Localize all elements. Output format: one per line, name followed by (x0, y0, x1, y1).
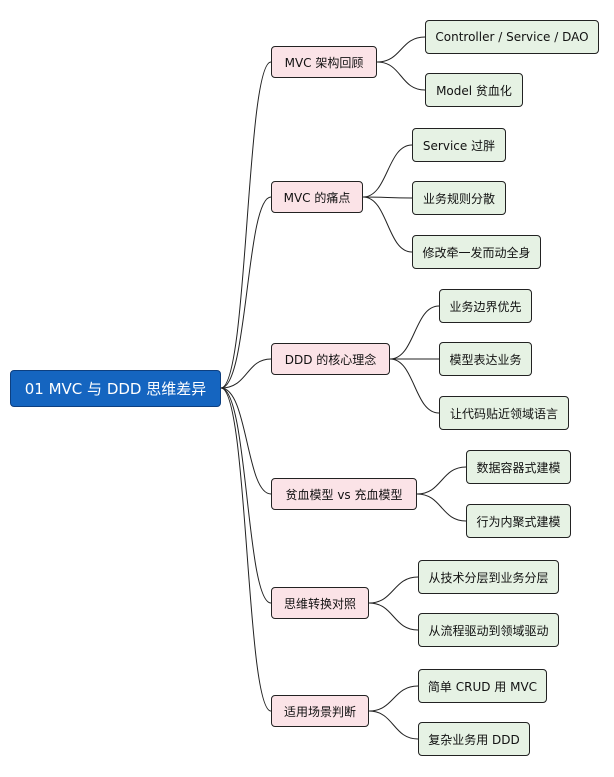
branch-ddd-core-ideas[interactable]: DDD 的核心理念 (271, 343, 390, 375)
edge-branch-5-leaf-1 (368, 576, 419, 604)
leaf-tech-layer-to-business-layer[interactable]: 从技术分层到业务分层 (418, 560, 559, 594)
edge-branch-1-leaf-2 (376, 61, 426, 91)
branch-mindset-shift[interactable]: 思维转换对照 (271, 587, 369, 619)
edge-branch-2-leaf-3 (362, 196, 413, 253)
root-topic[interactable]: 01 MVC 与 DDD 思维差异 (10, 370, 221, 407)
branch-applicable-scenarios[interactable]: 适用场景判断 (271, 695, 369, 727)
edge-branch-2-leaf-1 (362, 144, 413, 198)
leaf-behavior-cohesive-modeling[interactable]: 行为内聚式建模 (466, 504, 571, 538)
branch-anemic-vs-rich-model[interactable]: 贫血模型 vs 充血模型 (271, 478, 417, 510)
leaf-data-container-modeling[interactable]: 数据容器式建模 (466, 450, 571, 484)
edge-branch-6-leaf-1 (368, 685, 419, 712)
leaf-simple-crud-use-mvc[interactable]: 简单 CRUD 用 MVC (418, 669, 547, 703)
leaf-ripple-changes[interactable]: 修改牵一发而动全身 (412, 235, 541, 269)
edge-branch-3-leaf-3 (389, 358, 440, 414)
leaf-service-too-fat[interactable]: Service 过胖 (412, 128, 506, 162)
edge-root-branch-1 (220, 61, 272, 389)
leaf-business-boundary-first[interactable]: 业务边界优先 (439, 289, 532, 323)
leaf-controller-service-dao[interactable]: Controller / Service / DAO (425, 20, 599, 54)
leaf-process-to-domain-driven[interactable]: 从流程驱动到领域驱动 (418, 613, 559, 647)
edge-branch-4-leaf-2 (416, 493, 467, 522)
leaf-model-anemic[interactable]: Model 贫血化 (425, 73, 523, 107)
edge-branch-2-leaf-2 (362, 196, 413, 199)
branch-mvc-review[interactable]: MVC 架构回顾 (271, 46, 377, 78)
edge-branch-6-leaf-2 (368, 710, 419, 740)
leaf-model-expresses-business[interactable]: 模型表达业务 (439, 342, 532, 376)
edge-branch-4-leaf-1 (416, 466, 467, 495)
edge-root-branch-6 (220, 387, 272, 712)
edge-branch-3-leaf-1 (389, 305, 440, 360)
leaf-code-close-to-domain-language[interactable]: 让代码贴近领域语言 (439, 396, 569, 430)
leaf-rules-scattered[interactable]: 业务规则分散 (412, 181, 506, 215)
edge-root-branch-5 (220, 387, 272, 604)
branch-mvc-pain-points[interactable]: MVC 的痛点 (271, 181, 363, 213)
edge-root-branch-2 (220, 196, 272, 389)
leaf-complex-business-use-ddd[interactable]: 复杂业务用 DDD (418, 722, 530, 756)
edge-branch-5-leaf-2 (368, 602, 419, 631)
edge-root-branch-4 (220, 387, 272, 495)
edge-root-branch-3 (220, 358, 272, 389)
edge-branch-1-leaf-1 (376, 36, 426, 63)
